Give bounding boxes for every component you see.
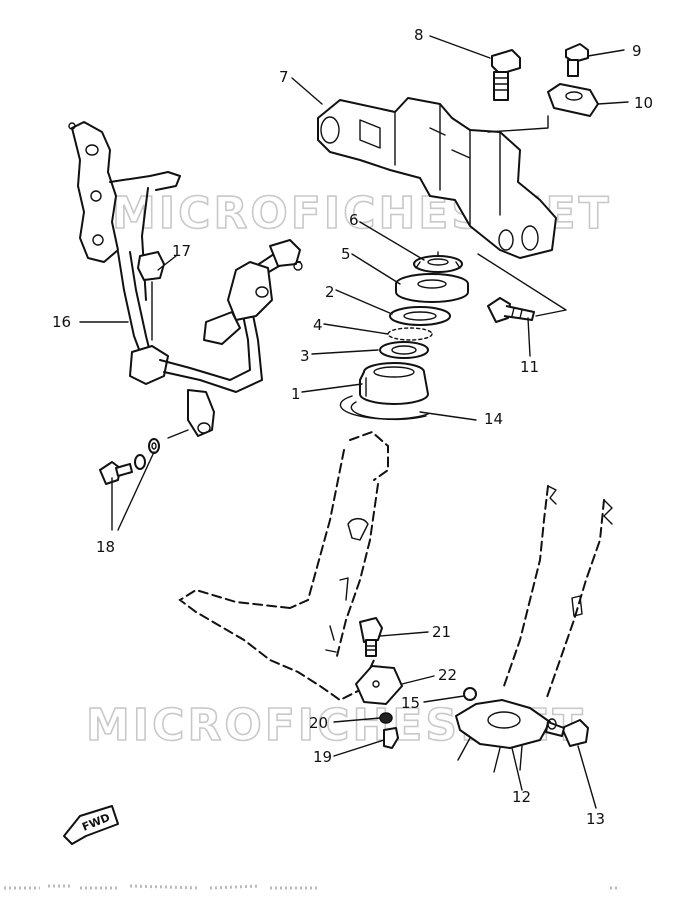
fork-clamp-12 — [455, 699, 551, 773]
scan-artifact — [4, 884, 620, 890]
bolt-11 — [487, 297, 535, 323]
ring-nut-6 — [413, 251, 463, 273]
bolt-13 — [545, 718, 589, 747]
callout-13: 13 — [586, 810, 605, 828]
callout-4: 4 — [313, 316, 323, 334]
callout-6: 6 — [349, 211, 359, 229]
callout-9: 9 — [632, 42, 642, 60]
callout-15: 15 — [401, 694, 420, 712]
upper-bracket — [317, 97, 557, 259]
ball-race-1 — [359, 362, 429, 405]
bolt-9 — [565, 43, 589, 77]
callout-14: 14 — [484, 410, 503, 428]
callout-16: 16 — [52, 313, 71, 331]
callout-1: 1 — [291, 385, 301, 403]
holder-10 — [547, 83, 599, 117]
plate-22 — [355, 665, 403, 705]
callout-10: 10 — [634, 94, 653, 112]
callout-22: 22 — [438, 666, 457, 684]
race-3 — [379, 341, 429, 359]
bolt-21 — [359, 617, 383, 657]
ball-bearing-4 — [387, 327, 433, 341]
callout-5: 5 — [341, 245, 351, 263]
nut-20 — [379, 712, 393, 724]
bolt-19 — [383, 727, 399, 749]
meter-bracket-16 — [68, 121, 303, 437]
nut-15 — [463, 687, 477, 701]
fork-tube-outline — [503, 485, 613, 701]
callout-3: 3 — [300, 347, 310, 365]
cover-5 — [395, 273, 469, 303]
callout-12: 12 — [512, 788, 531, 806]
clamp-17 — [137, 251, 165, 281]
race-2 — [389, 306, 451, 326]
callout-20: 20 — [309, 714, 328, 732]
bolt-set-18 — [99, 438, 160, 485]
steering-stem-outline — [178, 430, 389, 702]
callout-7: 7 — [279, 68, 289, 86]
callout-17: 17 — [172, 242, 191, 260]
bolt-8 — [491, 49, 521, 101]
callout-11: 11 — [520, 358, 539, 376]
leader-lines — [79, 35, 629, 809]
seal-14 — [339, 395, 429, 421]
callout-18: 18 — [96, 538, 115, 556]
fwd-arrow: FWD — [63, 805, 119, 845]
callout-8: 8 — [414, 26, 424, 44]
callout-2: 2 — [325, 283, 335, 301]
callout-19: 19 — [313, 748, 332, 766]
callout-labels: 1 2 3 4 5 6 7 8 9 10 11 12 13 14 15 16 1… — [52, 26, 653, 828]
callout-21: 21 — [432, 623, 451, 641]
